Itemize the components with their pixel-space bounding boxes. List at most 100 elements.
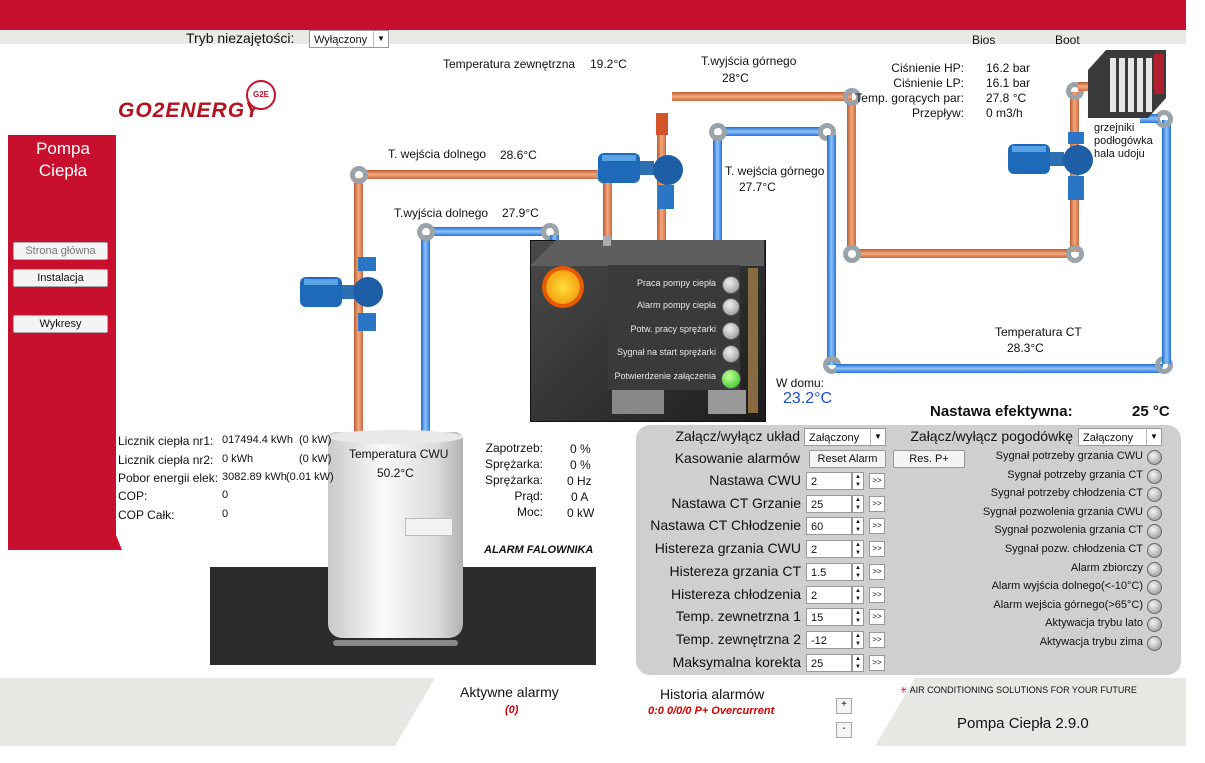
chevron-down-icon: ▼ [870,429,885,445]
version-label: Pompa Ciepła 2.9.0 [957,715,1089,732]
setting-input[interactable]: 60 [806,517,852,535]
hp-indicator-led-active [721,369,741,389]
nav-instalacja[interactable]: Instalacja [13,269,108,287]
active-alarms-value[interactable]: (0) [505,704,519,716]
setting-input[interactable]: 2 [806,540,852,558]
counter-label: Licznik ciepła nr2: [118,453,214,467]
hp-indicator-led [722,345,740,363]
reset-alarm-button[interactable]: Reset Alarm [809,450,886,468]
lower-in-value: 28.6°C [500,148,537,162]
spinner-arrows-icon[interactable]: ▲▼ [852,586,864,604]
hp-indicator-led [722,322,740,340]
system-toggle-select[interactable]: Załączony ▼ [804,428,886,446]
apply-setting-button[interactable]: >> [869,541,885,557]
tryb-label: Tryb niezajętości: [186,30,295,46]
setting-label: Nastawa CWU [709,472,801,488]
system-toggle-value: Załączony [809,432,860,444]
spinner-arrows-icon[interactable]: ▲▼ [852,654,864,672]
inverter-value: 0 % [570,442,591,456]
nav-wykresy[interactable]: Wykresy [13,315,108,333]
apply-setting-button[interactable]: >> [869,609,885,625]
pressure-value: 0 m3/h [986,106,1023,120]
setting-label: Maksymalna korekta [672,654,801,670]
spinner-arrows-icon[interactable]: ▲▼ [852,495,864,513]
upper-out-label: T.wyjścia górnego [701,54,797,68]
signal-label: Sygnał potrzeby grzania CWU [995,450,1143,462]
history-prev-button[interactable]: - [836,722,852,738]
counter-extra: (0.01 kW) [286,471,334,483]
chevron-down-icon: ▼ [373,31,388,47]
apply-setting-button[interactable]: >> [869,587,885,603]
hp-indicator-led [722,298,740,316]
signal-led-icon [1147,487,1162,502]
chevron-down-icon: ▼ [1146,429,1161,445]
reset-alarms-label: Kasowanie alarmów [674,450,800,466]
spinner-arrows-icon[interactable]: ▲▼ [852,631,864,649]
spinner-arrows-icon[interactable]: ▲▼ [852,563,864,581]
pressure-label: Temp. gorących par: [855,91,964,105]
counter-value: 017494.4 kWh [222,434,293,446]
setting-input[interactable]: 2 [806,586,852,604]
counter-label: COP: [118,489,148,503]
footer-center-panel [395,678,915,746]
pressure-value: 27.8 °C [986,91,1027,105]
spinner-arrows-icon[interactable]: ▲▼ [852,472,864,490]
pressure-label: Ciśnienie LP: [893,76,964,90]
spinner-arrows-icon[interactable]: ▲▼ [852,517,864,535]
apply-setting-button[interactable]: >> [869,564,885,580]
pressure-value: 16.1 bar [986,76,1031,90]
apply-setting-button[interactable]: >> [869,655,885,671]
apply-setting-button[interactable]: >> [869,632,885,648]
nastawa-label: Nastawa efektywna: [930,403,1073,420]
home-temp-label: W domu: [776,376,825,390]
nastawa-value: 25 °C [1132,403,1170,420]
weather-toggle-select[interactable]: Załączony ▼ [1078,428,1162,446]
pressure-value: 16.2 bar [986,61,1031,75]
ct-temp-value: 28.3°C [1007,341,1044,355]
spinner-arrows-icon[interactable]: ▲▼ [852,608,864,626]
hp-indicator-label: Sygnał na start sprężarki [616,347,716,357]
counter-value: 0 [222,508,229,520]
water-tank-top [328,430,463,444]
radiator-caption-line: hala udoju [1094,148,1145,160]
setting-input[interactable]: 25 [806,495,852,513]
setting-input[interactable]: 1.5 [806,563,852,581]
signal-led-icon [1147,469,1162,484]
signal-led-icon [1147,580,1162,595]
boot-link[interactable]: Boot [1055,33,1080,47]
setting-input[interactable]: -12 [806,631,852,649]
counter-value: 0 [222,489,229,501]
signal-label: Aktywacja trybu lato [1045,617,1143,629]
setting-input[interactable]: 15 [806,608,852,626]
res-p-button[interactable]: Res. P+ [893,450,965,468]
apply-setting-button[interactable]: >> [869,473,885,489]
upper-in-value: 27.7°C [739,180,776,194]
sidebar-title: Pompa Ciepła [8,138,118,182]
outdoor-temp-label: Temperatura zewnętrzna [443,57,576,71]
setting-input[interactable]: 2 [806,472,852,490]
signal-led-icon [1147,562,1162,577]
inverter-value: 0 % [570,458,591,472]
top-strip [0,30,1186,44]
spinner-arrows-icon[interactable]: ▲▼ [852,540,864,558]
tryb-value: Wyłączony [314,34,368,46]
history-next-button[interactable]: + [836,698,852,714]
cwu-temp-label: Temperatura CWU [349,447,449,461]
apply-setting-button[interactable]: >> [869,518,885,534]
bios-link[interactable]: Bios [972,33,996,47]
counter-value: 3082.89 kWh [222,471,287,483]
inverter-label: Moc: [516,505,543,519]
counter-label: Pobor energii elek: [118,471,219,485]
outdoor-temp-value: 19.2°C [590,57,627,71]
apply-setting-button[interactable]: >> [869,496,885,512]
lower-in-label: T. wejścia dolnego [388,147,487,161]
alarm-history-value[interactable]: 0:0 0/0/0 P+ Overcurrent [648,705,775,717]
tryb-select[interactable]: Wyłączony ▼ [309,30,389,48]
setting-label: Histereza chłodzenia [671,586,801,602]
nav-strona-glowna[interactable]: Strona główna [13,242,108,260]
signal-label: Sygnał pozwolenia grzania CT [994,524,1143,536]
signal-led-icon [1147,599,1162,614]
setting-input[interactable]: 25 [806,654,852,672]
heat-pump-top [530,240,764,266]
inverter-value: 0 A [571,490,589,504]
